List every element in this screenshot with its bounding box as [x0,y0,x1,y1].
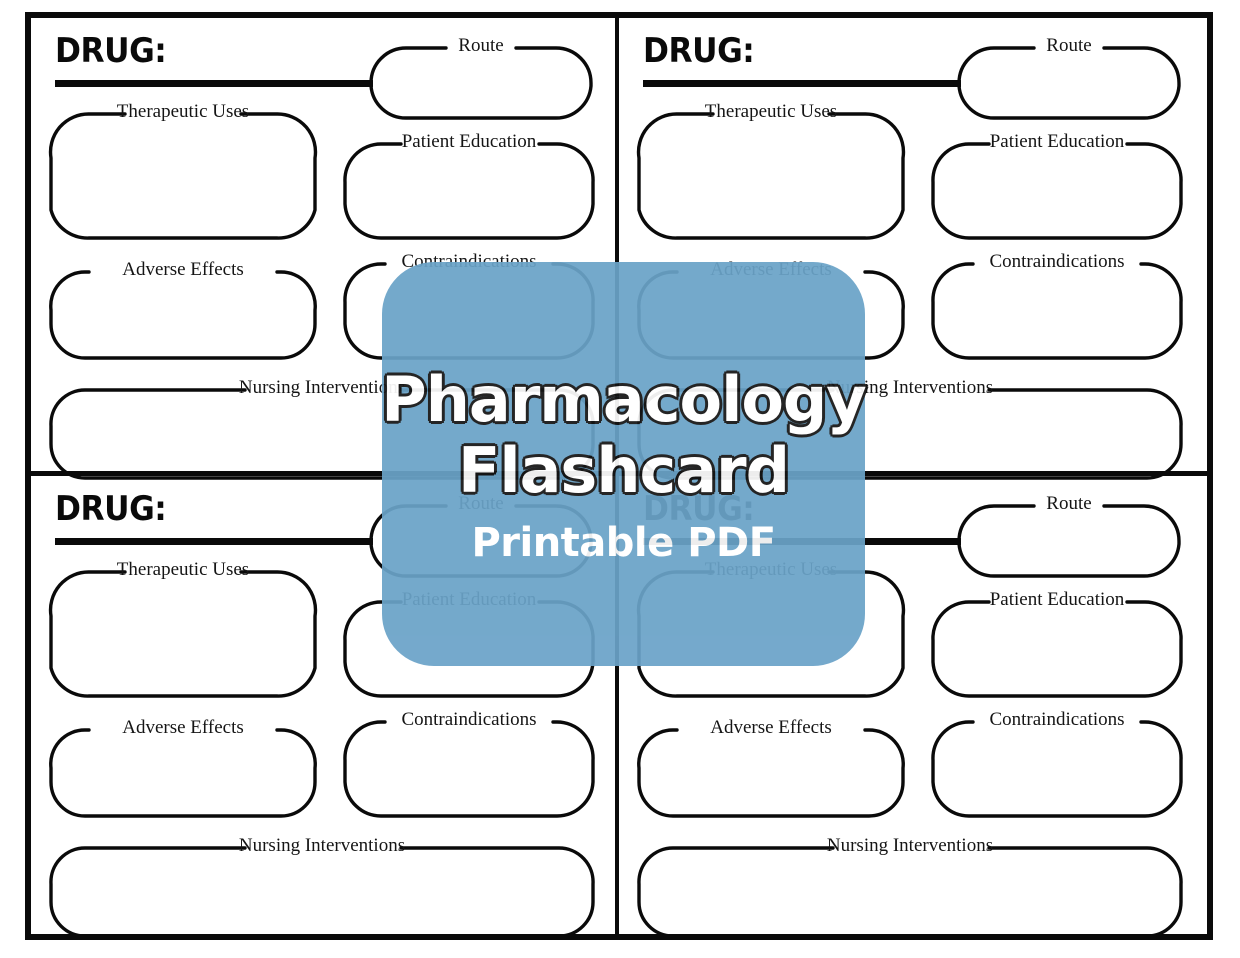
field-frame [48,112,318,240]
drug-heading-top-right: DRUG: [643,34,961,87]
field-contraindications[interactable]: Contraindications [931,251,1183,360]
field-label: Contraindications [989,709,1125,730]
field-frame [343,142,595,240]
field-frame [48,570,318,698]
field-label: Route [458,35,504,56]
field-label: Route [1046,493,1092,514]
field-frame [931,720,1183,818]
field-label: Patient Education [401,131,537,152]
drug-name-writing-line[interactable] [55,80,373,87]
field-frame [49,270,317,360]
field-frame [931,142,1183,240]
field-therapeutic-uses[interactable]: Therapeutic Uses [48,101,318,240]
field-nursing-interventions[interactable]: Nursing Interventions [49,835,595,938]
product-overlay-badge: Pharmacology Flashcard Printable PDF [379,262,869,666]
field-frame [343,720,595,818]
field-label: Nursing Interventions [826,835,994,856]
drug-heading-bottom-left: DRUG: [55,492,373,545]
field-label: Nursing Interventions [238,835,406,856]
field-frame [637,846,1183,938]
drug-label: DRUG: [55,31,167,71]
drug-label: DRUG: [643,31,755,71]
field-frame [637,728,905,818]
field-adverse-effects[interactable]: Adverse Effects [637,717,905,818]
field-label: Nursing Interventions [238,377,406,398]
field-frame [931,600,1183,698]
field-label: Therapeutic Uses [704,101,838,122]
field-adverse-effects[interactable]: Adverse Effects [49,717,317,818]
field-label: Contraindications [401,709,537,730]
drug-name-writing-line[interactable] [643,80,961,87]
badge-title: Pharmacology Flashcard [379,362,868,508]
field-frame [636,112,906,240]
field-patient-education[interactable]: Patient Education [931,589,1183,698]
badge-title-line-2: Flashcard [456,433,792,508]
flashcard-top-left[interactable]: DRUG: Therapeutic Uses [31,18,619,480]
field-patient-education[interactable]: Patient Education [343,131,595,240]
field-nursing-interventions[interactable]: Nursing Interventions [637,835,1183,938]
field-route[interactable]: Route [369,35,593,120]
field-patient-education[interactable]: Patient Education [931,131,1183,240]
field-label: Therapeutic Uses [116,101,250,122]
field-label: Adverse Effects [122,717,244,738]
field-label: Route [1046,35,1092,56]
field-label: Nursing Interventions [826,377,994,398]
field-therapeutic-uses[interactable]: Therapeutic Uses [636,101,906,240]
field-label: Therapeutic Uses [116,559,250,580]
printable-sheet: DRUG: Therapeutic Uses [25,12,1213,940]
field-frame [49,846,595,938]
field-route[interactable]: Route [957,35,1181,120]
field-route[interactable]: Route [957,493,1181,578]
drug-name-writing-line[interactable] [55,538,373,545]
badge-title-line-1: Pharmacology [379,362,868,437]
field-label: Adverse Effects [710,717,832,738]
field-label: Patient Education [989,131,1125,152]
field-label: Patient Education [989,589,1125,610]
field-therapeutic-uses[interactable]: Therapeutic Uses [48,559,318,698]
field-label: Contraindications [989,251,1125,272]
field-frame [957,504,1181,578]
badge-subtitle: Printable PDF [471,519,776,566]
field-frame [931,262,1183,360]
field-frame [369,46,593,120]
field-contraindications[interactable]: Contraindications [931,709,1183,818]
drug-label: DRUG: [55,489,167,529]
field-contraindications[interactable]: Contraindications [343,709,595,818]
drug-heading-top-left: DRUG: [55,34,373,87]
field-adverse-effects[interactable]: Adverse Effects [49,259,317,360]
field-frame [957,46,1181,120]
field-label: Adverse Effects [122,259,244,280]
field-frame [49,728,317,818]
